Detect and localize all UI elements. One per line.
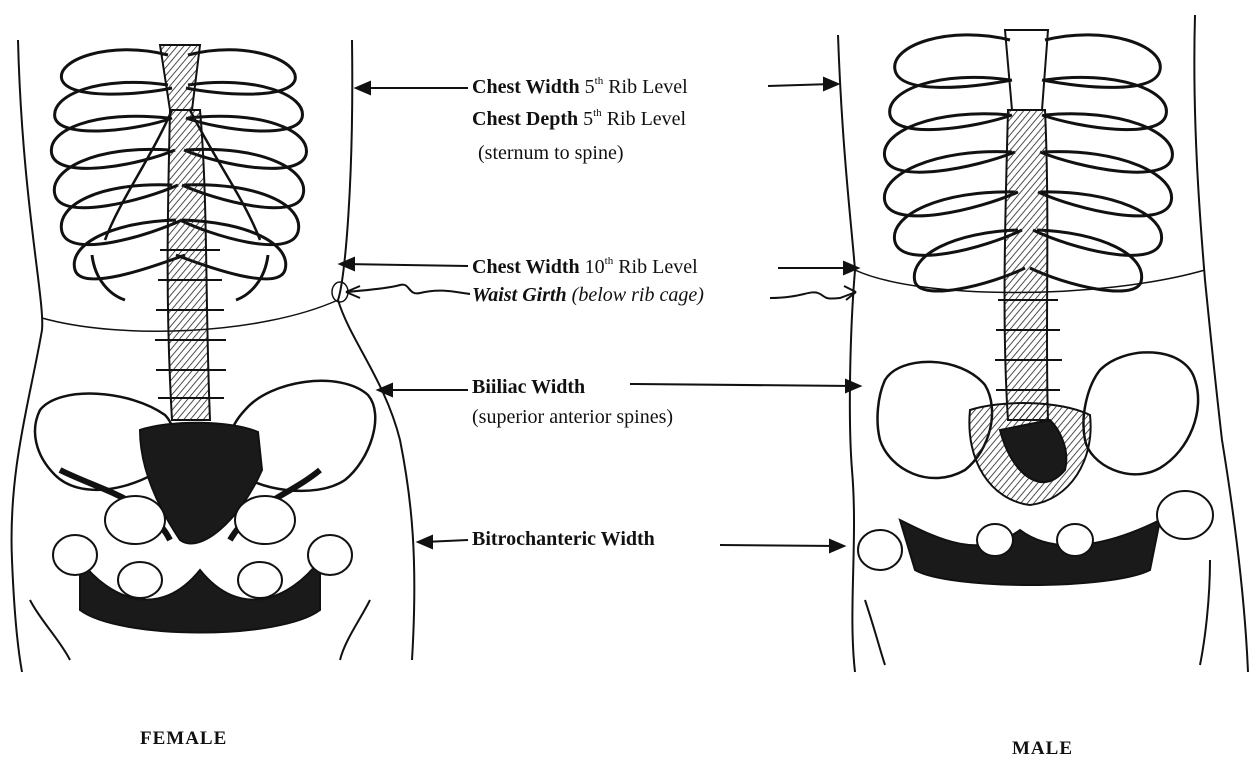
label-rest: Rib Level	[608, 76, 687, 98]
label-name: Chest Width	[472, 256, 580, 278]
label-chest-depth-5th-rib: Chest Depth 5th Rib Level	[472, 108, 686, 130]
male-body-outline-left	[838, 35, 855, 672]
male-ribcage-right	[1030, 35, 1172, 291]
label-rest: (below rib cage)	[572, 284, 704, 306]
male-body-outline-right	[1194, 15, 1248, 672]
label-superscript: th	[593, 107, 602, 119]
label-biiliac-width: Biiliac Width	[472, 376, 585, 398]
label-name: Chest Width	[472, 76, 580, 98]
label-waist-girth: Waist Girth (below rib cage)	[472, 284, 704, 306]
label-number: 5	[583, 108, 593, 130]
label-rest: Rib Level	[607, 108, 686, 130]
label-number: 5	[585, 76, 595, 98]
label-superscript: th	[595, 75, 604, 87]
caption-male: MALE	[1012, 738, 1073, 760]
female-figure	[12, 40, 415, 672]
label-bitrochanteric-width: Bitrochanteric Width	[472, 528, 655, 550]
female-body-outline-left	[12, 40, 43, 672]
label-name: Waist Girth	[472, 284, 567, 306]
label-rest: Rib Level	[618, 256, 697, 278]
male-figure	[838, 15, 1248, 672]
label-number: 10	[585, 256, 605, 278]
label-superscript: th	[605, 255, 614, 267]
label-biiliac-note: (superior anterior spines)	[472, 406, 673, 429]
label-chest-width-10th-rib: Chest Width 10th Rib Level	[472, 256, 698, 278]
label-chest-depth-note: (sternum to spine)	[478, 142, 624, 165]
female-ribcage-left	[51, 50, 185, 300]
label-name: Biiliac Width	[472, 376, 585, 398]
label-name: Bitrochanteric Width	[472, 528, 655, 550]
label-name: Chest Depth	[472, 108, 578, 130]
caption-female: FEMALE	[140, 728, 227, 750]
arrow-biiliac	[378, 380, 860, 396]
female-pelvis	[30, 381, 375, 660]
female-body-outline-right	[338, 40, 414, 660]
label-chest-width-5th-rib: Chest Width 5th Rib Level	[472, 76, 688, 98]
